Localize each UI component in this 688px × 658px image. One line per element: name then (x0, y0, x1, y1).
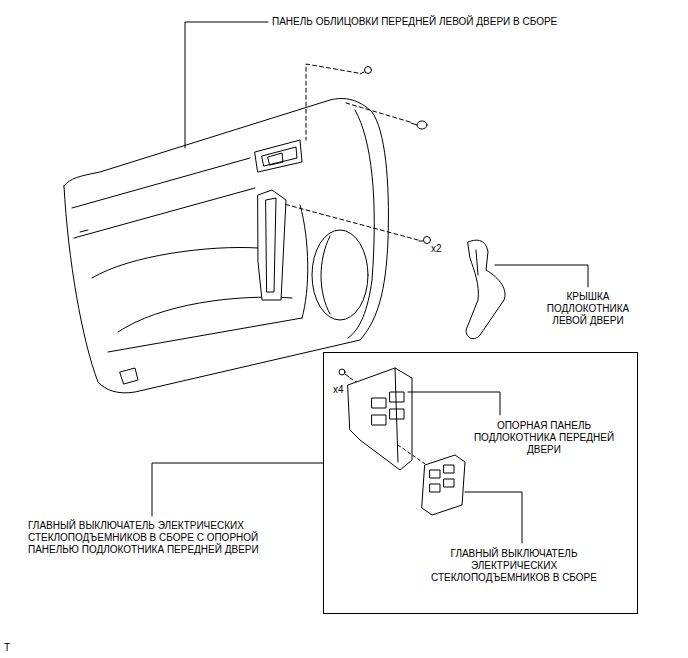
armrest-base-panel (395, 368, 398, 462)
pocket-line (300, 205, 308, 318)
dashed-guide (346, 103, 410, 122)
handle-lever (268, 153, 283, 165)
pocket-line (118, 297, 292, 332)
leader-line (495, 265, 588, 287)
switch-button (430, 484, 440, 492)
window-switch (422, 455, 465, 515)
dashed-guide (306, 64, 358, 140)
speaker-grille (321, 236, 330, 314)
leader-line (408, 392, 500, 415)
screw (339, 369, 349, 377)
leader-line (465, 492, 522, 543)
armrest-bracket (266, 198, 276, 292)
switch-opening (390, 392, 404, 402)
armrest-cover (476, 250, 478, 275)
panel-rail (74, 188, 255, 238)
quantity-mark: x4 (333, 384, 357, 396)
switch-opening (390, 409, 404, 419)
switch-button (444, 479, 454, 487)
screw (419, 237, 431, 244)
speaker-grille (312, 230, 368, 320)
door-panel (64, 99, 388, 393)
dashed-guide (398, 445, 428, 466)
part-name: ПАНЕЛЬ ОБЛИЦОВКИ ПЕРЕДНЕЙ ЛЕВОЙ ДВЕРИ В … (272, 16, 592, 28)
pocket-line (92, 247, 258, 278)
quantity-mark: x2 (431, 243, 455, 255)
armrest-base-panel (348, 368, 412, 470)
dashed-guide (284, 204, 418, 240)
part-name: ОПОРНАЯ ПАНЕЛЬ ПОДЛОКОТНИКА ПЕРЕДНЕЙ ДВЕ… (464, 420, 624, 456)
part-name: ГЛАВНЫЙ ВЫКЛЮЧАТЕЛЬ ЭЛЕКТРИЧЕСКИХ СТЕКЛО… (28, 520, 296, 556)
armrest-cover (466, 240, 505, 338)
switch-opening (372, 415, 386, 425)
screw (360, 67, 372, 75)
panel-rail (80, 230, 88, 232)
leader-line (152, 463, 323, 516)
part-name: ГЛАВНЫЙ ВЫКЛЮЧАТЕЛЬ ЭЛЕКТРИЧЕСКИХ СТЕКЛО… (421, 548, 607, 584)
handle-recess (255, 140, 302, 172)
switch-button (444, 465, 454, 473)
armrest-bracket (258, 190, 286, 300)
part-name: КРЫШКА ПОДЛОКОТНИКА ЛЕВОЙ ДВЕРИ (540, 291, 636, 327)
leader-line (185, 22, 268, 148)
switch-opening (372, 398, 386, 408)
figure-mark: T (4, 642, 18, 654)
switch-button (430, 470, 440, 478)
clip (411, 121, 427, 129)
pocket-line (108, 318, 302, 352)
handle-recess (262, 147, 297, 166)
inset-box: x4ОПОРНАЯ ПАНЕЛЬ ПОДЛОКОТНИКА ПЕРЕДНЕЙ Д… (323, 352, 638, 614)
panel-tab (120, 368, 138, 384)
panel-rail (72, 158, 250, 208)
